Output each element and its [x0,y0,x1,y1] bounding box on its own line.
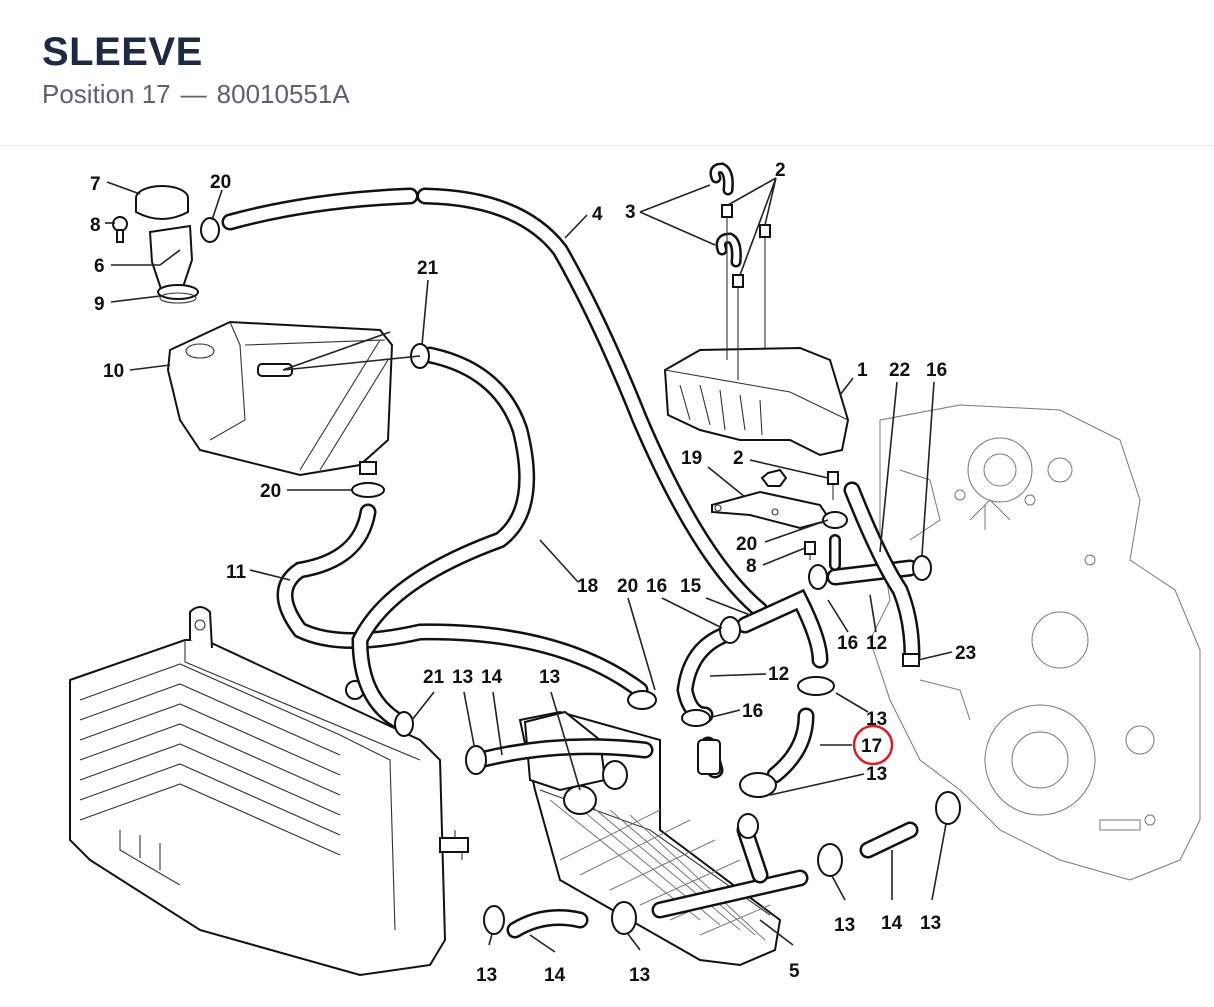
callout-18: 18 [577,576,598,597]
callout-16: 16 [926,360,947,381]
callout-10: 10 [103,361,124,382]
part-subtitle: Position 17 — 80010551A [42,79,350,110]
leader-lines [105,177,953,953]
hoses [221,162,921,939]
part-number: 80010551A [216,79,350,109]
highlight-ring [852,724,894,766]
callout-1: 1 [857,360,868,381]
callout-20: 20 [617,576,638,597]
callout-19: 19 [681,448,702,469]
callout-7: 7 [90,174,101,195]
callout-23: 23 [955,643,976,664]
callout-2: 2 [775,160,786,181]
callout-20: 20 [260,481,281,502]
filler-neck [112,185,199,304]
callout-22: 22 [889,360,910,381]
callout-13: 13 [539,667,560,688]
callout-16: 16 [742,701,763,722]
subtitle-separator: — [180,79,207,109]
callout-13: 13 [866,709,887,730]
position-label: Position 17 [42,79,171,109]
callout-14: 14 [881,913,903,934]
callout-14: 14 [544,965,566,986]
callout-14: 14 [481,667,503,688]
callout-21: 21 [417,258,439,279]
callout-11: 11 [226,562,247,583]
callout-6: 6 [94,256,105,277]
exploded-parts-diagram: 7 20 8 6 9 10 21 20 11 18 4 3 2 1 22 16 … [69,160,1201,986]
part-title: SLEEVE [42,30,203,74]
mounting-bracket [711,468,832,530]
callout-8: 8 [746,556,757,577]
mounting-studs [721,204,920,667]
callout-20: 20 [210,172,231,193]
hose-clamps [200,217,961,935]
callout-13: 13 [629,965,650,986]
callout-labels: 7 20 8 6 9 10 21 20 11 18 4 3 2 1 22 16 … [90,160,976,986]
callout-13: 13 [920,913,941,934]
callout-15: 15 [680,576,702,597]
callout-3: 3 [625,202,636,223]
callout-5: 5 [789,961,800,982]
callout-8: 8 [90,215,101,236]
callout-21: 21 [423,667,445,688]
callout-13: 13 [452,667,473,688]
callout-2: 2 [733,448,744,469]
page-header: SLEEVE Position 17 — 80010551A [0,0,1214,146]
callout-4: 4 [592,204,603,225]
expansion-tank [166,320,394,477]
callout-12: 12 [866,633,887,654]
callout-16: 16 [646,576,667,597]
radiator [69,606,469,977]
callout-12: 12 [768,664,789,685]
cover-panel [663,346,850,457]
callout-13: 13 [834,915,855,936]
callout-20: 20 [736,534,757,555]
callout-16: 16 [837,633,858,654]
callout-9: 9 [94,294,105,315]
callout-17-highlighted[interactable]: 17 [861,736,882,757]
engine-block-outline [869,404,1201,881]
callout-13: 13 [476,965,497,986]
callout-13: 13 [866,764,887,785]
